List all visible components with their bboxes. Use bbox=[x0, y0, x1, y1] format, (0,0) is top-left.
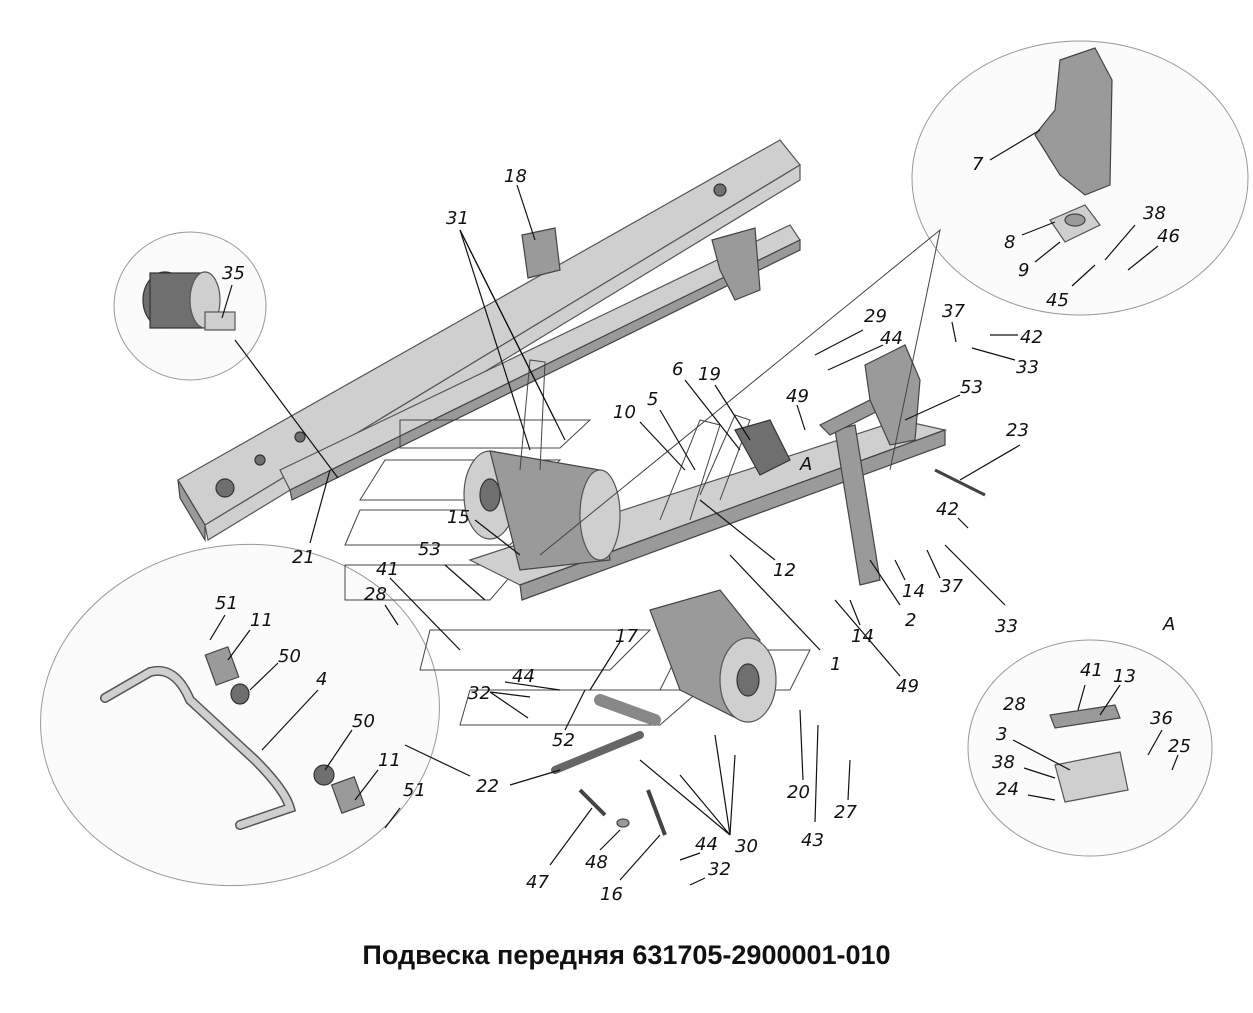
callout-53b: 53 bbox=[418, 539, 441, 560]
callout-12: 12 bbox=[773, 560, 796, 581]
callout-35: 35 bbox=[222, 263, 245, 284]
callout-10: 10 bbox=[613, 402, 636, 423]
callout-44c: 44 bbox=[695, 834, 718, 855]
callout-15: 15 bbox=[447, 507, 470, 528]
callout-1: 1 bbox=[830, 654, 841, 675]
callout-18: 18 bbox=[504, 166, 527, 187]
callout-33a: 33 bbox=[1016, 357, 1039, 378]
stabilizer-links bbox=[551, 694, 667, 836]
callout-51a: 51 bbox=[215, 593, 238, 614]
callout-31: 31 bbox=[446, 208, 469, 229]
callout-50b: 50 bbox=[352, 711, 375, 732]
callout-43: 43 bbox=[801, 830, 824, 851]
page-title: Подвеска передняя 631705-2900001-010 bbox=[362, 940, 891, 970]
shock-absorber bbox=[818, 399, 882, 586]
view-marker-a-main: A bbox=[799, 454, 812, 475]
callout-45: 45 bbox=[1046, 290, 1069, 311]
callout-7: 7 bbox=[972, 154, 984, 175]
callout-32a: 32 bbox=[468, 683, 491, 704]
bracket-detail bbox=[1034, 47, 1113, 243]
callout-20: 20 bbox=[787, 782, 810, 803]
callout-8: 8 bbox=[1004, 232, 1015, 253]
callout-25: 25 bbox=[1168, 736, 1191, 757]
callout-28b: 28 bbox=[1003, 694, 1026, 715]
callout-46: 46 bbox=[1157, 226, 1180, 247]
callout-36: 36 bbox=[1150, 708, 1173, 729]
callout-3: 3 bbox=[996, 724, 1007, 745]
callout-5: 5 bbox=[647, 389, 658, 410]
callout-48: 48 bbox=[585, 852, 608, 873]
callout-4: 4 bbox=[316, 669, 327, 690]
callout-41b: 41 bbox=[1080, 660, 1103, 681]
hub-left bbox=[463, 450, 621, 571]
callout-30: 30 bbox=[735, 836, 758, 857]
callout-11b: 11 bbox=[378, 750, 401, 771]
callout-9: 9 bbox=[1018, 260, 1029, 281]
callout-47: 47 bbox=[526, 872, 549, 893]
callout-37a: 37 bbox=[942, 301, 965, 322]
callout-23: 23 bbox=[1006, 420, 1029, 441]
callouts: 1 2 3 4 5 6 7 8 9 10 11 11 12 bbox=[209, 129, 1191, 905]
callout-14a: 14 bbox=[902, 581, 925, 602]
callout-53a: 53 bbox=[960, 377, 983, 398]
callout-27: 27 bbox=[834, 802, 857, 823]
callout-19: 19 bbox=[698, 364, 721, 385]
callout-38a: 38 bbox=[1143, 203, 1166, 224]
callout-22: 22 bbox=[476, 776, 499, 797]
callout-51b: 51 bbox=[403, 780, 426, 801]
callout-38b: 38 bbox=[992, 752, 1015, 773]
bolt-23 bbox=[934, 468, 986, 497]
callout-2: 2 bbox=[905, 610, 916, 631]
callout-21: 21 bbox=[292, 547, 315, 568]
callout-33b: 33 bbox=[995, 616, 1018, 637]
frame-bracket bbox=[521, 227, 761, 301]
detail-link-lines bbox=[539, 228, 941, 556]
callout-37b: 37 bbox=[940, 576, 963, 597]
callout-6: 6 bbox=[672, 359, 683, 380]
hub-right bbox=[649, 589, 777, 723]
callout-24: 24 bbox=[996, 779, 1019, 800]
callout-52: 52 bbox=[552, 730, 575, 751]
callout-29: 29 bbox=[864, 306, 887, 327]
callout-16: 16 bbox=[600, 884, 623, 905]
view-marker-a-bubble: A bbox=[1162, 614, 1175, 635]
callout-17: 17 bbox=[615, 626, 638, 647]
callout-13: 13 bbox=[1113, 666, 1136, 687]
callout-14b: 14 bbox=[851, 626, 874, 647]
callout-42a: 42 bbox=[1020, 327, 1043, 348]
callout-49a: 49 bbox=[786, 386, 809, 407]
callout-49b: 49 bbox=[896, 676, 919, 697]
detail-bubble-view-a bbox=[967, 639, 1213, 857]
callout-44b: 44 bbox=[512, 666, 535, 687]
callout-28a: 28 bbox=[364, 584, 387, 605]
callout-11a: 11 bbox=[250, 610, 273, 631]
stabilizer-bar bbox=[100, 646, 366, 830]
rubber-bumper bbox=[734, 419, 791, 476]
callout-50a: 50 bbox=[278, 646, 301, 667]
callout-41a: 41 bbox=[376, 559, 399, 580]
callout-44a: 44 bbox=[880, 328, 903, 349]
bumper-detail bbox=[142, 271, 236, 331]
u-bolts bbox=[519, 359, 751, 521]
callout-42b: 42 bbox=[936, 499, 959, 520]
callout-32b: 32 bbox=[708, 859, 731, 880]
